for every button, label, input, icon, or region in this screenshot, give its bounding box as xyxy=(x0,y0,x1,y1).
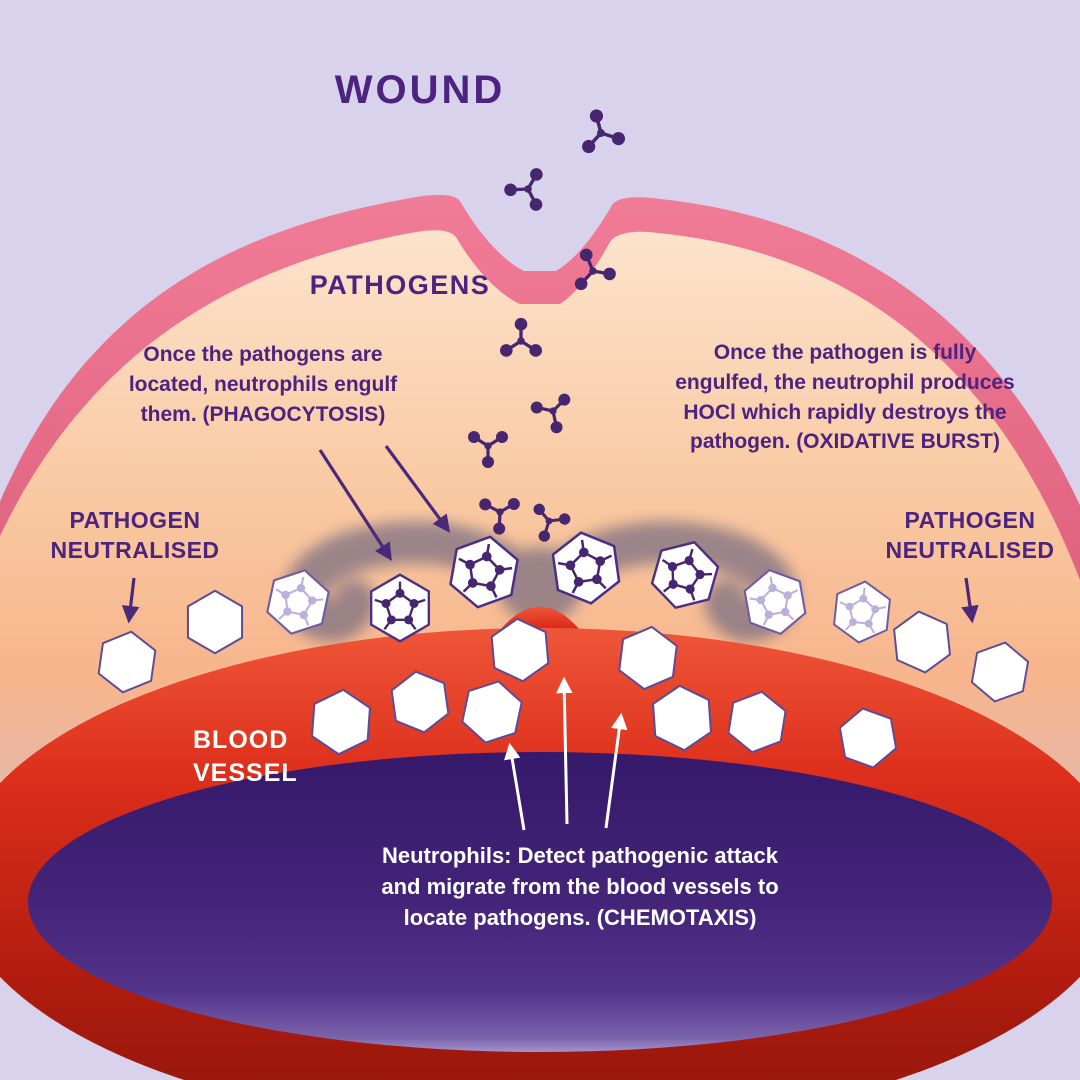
arrow-phagocytosis-2 xyxy=(384,445,451,533)
annotation-phagocytosis: Once the pathogens are located, neutroph… xyxy=(128,343,398,426)
label-blood-vessel: BLOOD VESSEL xyxy=(193,726,298,787)
arrow-chemotaxis-1 xyxy=(504,742,526,831)
label-pathogen-neutralised-right: PATHOGEN NEUTRALISED xyxy=(885,507,1055,563)
arrow-neutralised-left xyxy=(121,577,140,624)
annotation-chemotaxis: Neutrophils: Detect pathogenic attack an… xyxy=(381,843,779,931)
arrow-chemotaxis-3 xyxy=(604,712,628,829)
pathogen-molecule xyxy=(500,156,560,215)
label-pathogen-neutralised-left: PATHOGEN NEUTRALISED xyxy=(50,507,220,563)
title-wound: WOUND xyxy=(334,68,506,112)
annotation-oxidative-burst: Once the pathogen is fully engulfed, the… xyxy=(675,341,1015,454)
arrows-group xyxy=(121,445,979,831)
arrow-phagocytosis-1 xyxy=(318,449,392,561)
label-pathogens: PATHOGENS xyxy=(309,270,491,300)
arrow-chemotaxis-2 xyxy=(556,676,573,825)
vessel-interior-shape xyxy=(28,752,1052,1052)
arrow-neutralised-right xyxy=(961,577,979,624)
